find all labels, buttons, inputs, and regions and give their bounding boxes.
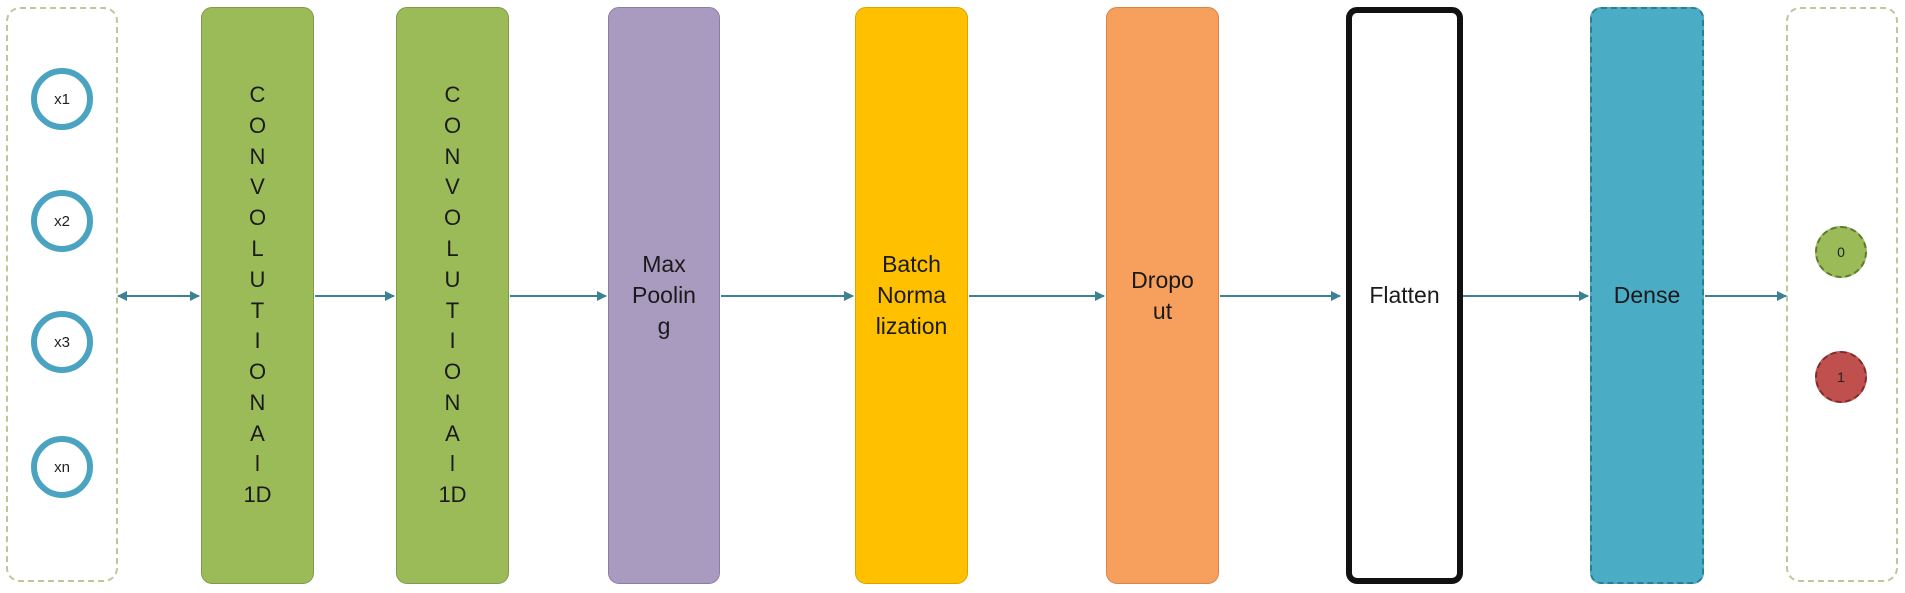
conv1d-layer-2-label: C O N V O L U T I O N A l 1D — [438, 81, 467, 508]
dropout-layer: Dropo ut — [1106, 7, 1219, 584]
output-node-0: 0 — [1815, 226, 1867, 278]
input-node-x3: x3 — [31, 311, 93, 373]
flatten-label: Flatten — [1369, 282, 1440, 308]
batch-normalization-layer: Batch Norma lization — [855, 7, 968, 584]
input-node-label: x2 — [54, 212, 70, 230]
input-node-x2: x2 — [31, 190, 93, 252]
output-layer-frame — [1786, 7, 1898, 582]
dense-layer: Dense — [1590, 7, 1704, 584]
input-node-label: x1 — [54, 90, 70, 108]
max-pooling-label: Max Poolin g — [632, 251, 696, 339]
dropout-label: Dropo ut — [1131, 266, 1194, 324]
max-pooling-layer: Max Poolin g — [608, 7, 720, 584]
conv1d-layer-1: C O N V O L U T I O N A l 1D — [201, 7, 314, 584]
output-node-label: 1 — [1837, 369, 1845, 385]
conv1d-layer-2: C O N V O L U T I O N A l 1D — [396, 7, 509, 584]
dense-label: Dense — [1613, 282, 1681, 308]
input-node-label: x3 — [54, 333, 70, 351]
conv1d-layer-1-label: C O N V O L U T I O N A l 1D — [243, 81, 272, 508]
output-node-label: 0 — [1837, 244, 1845, 260]
output-node-1: 1 — [1815, 351, 1867, 403]
input-node-x1: x1 — [31, 68, 93, 130]
input-node-xn: xn — [31, 436, 93, 498]
flatten-layer: Flatten — [1346, 7, 1463, 584]
input-node-label: xn — [54, 458, 70, 476]
batch-normalization-label: Batch Norma lization — [875, 251, 948, 339]
